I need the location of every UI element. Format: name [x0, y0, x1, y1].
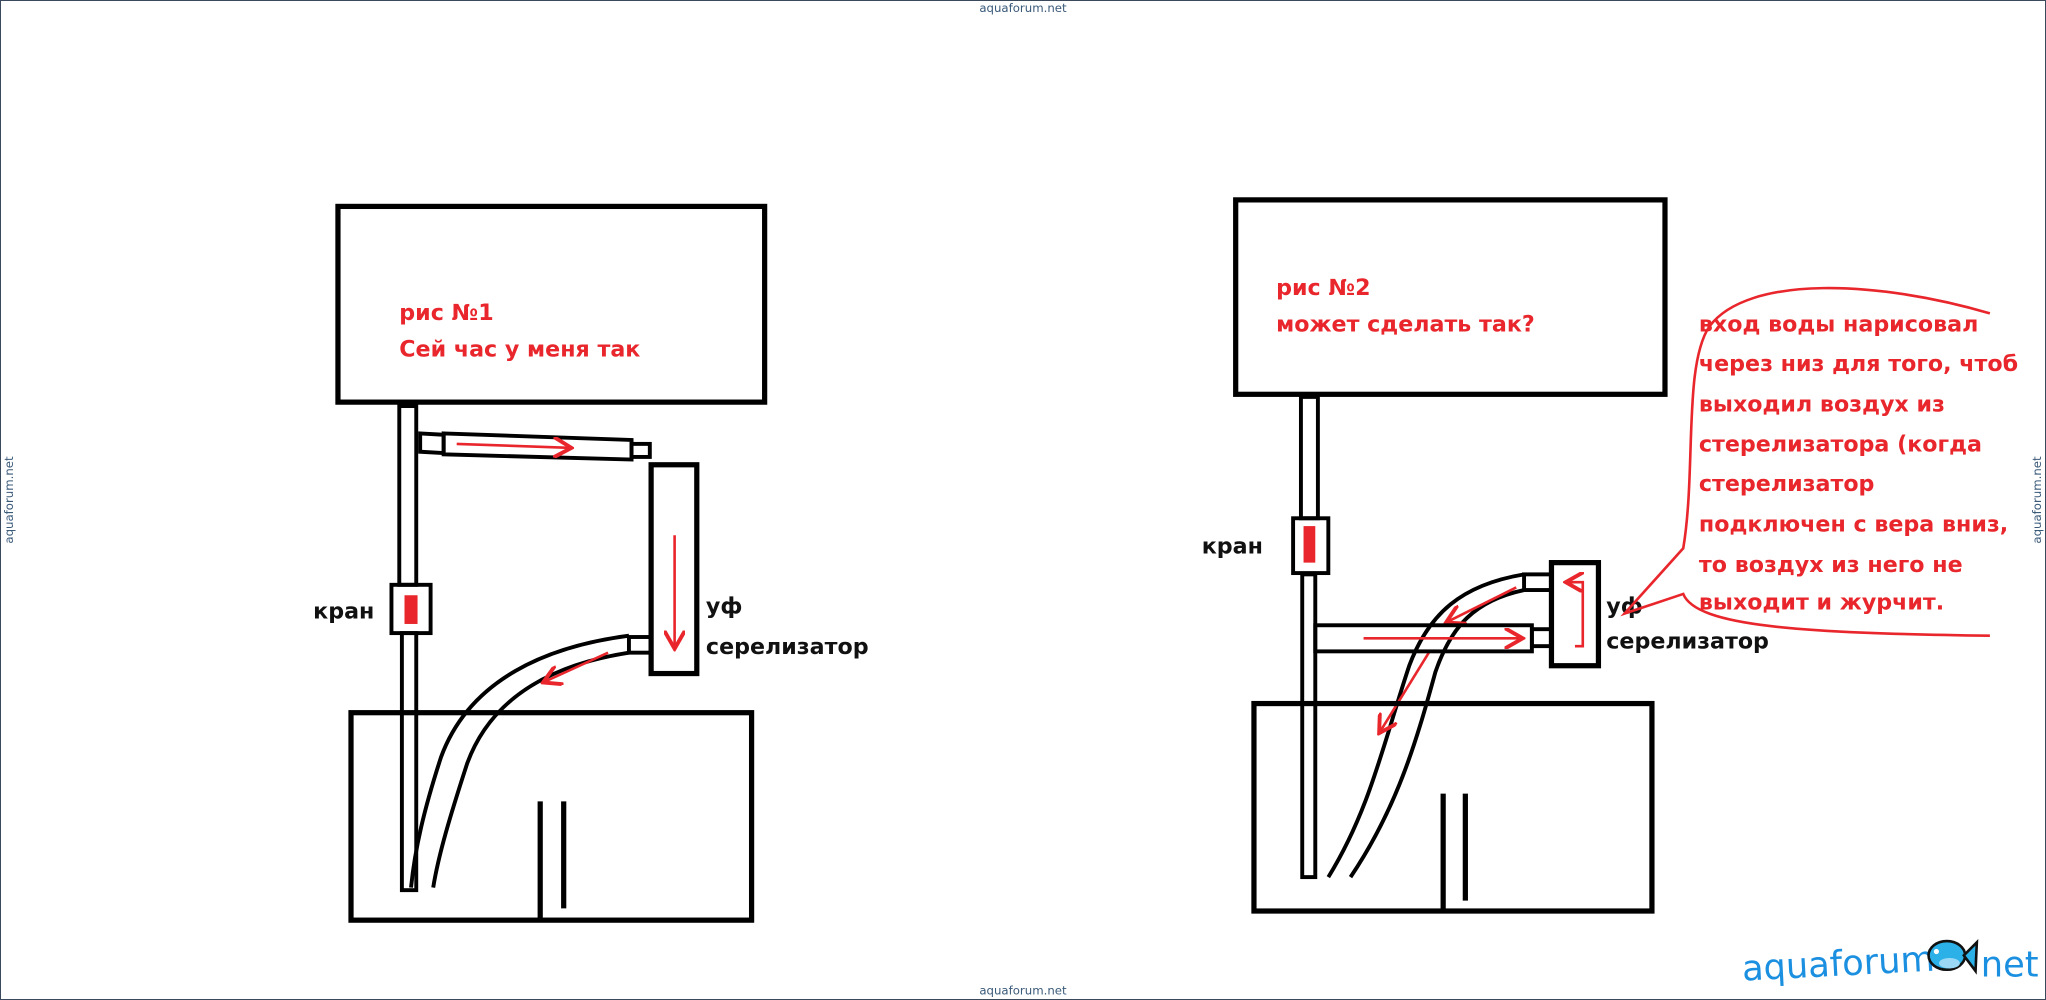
callout-line: вход воды нарисовал — [1699, 312, 1978, 338]
watermark-left: aquaforum.net — [2, 456, 16, 544]
logo-text-right: net — [1981, 944, 2039, 985]
fig1-valve-label: кран — [313, 599, 374, 625]
figure-2 — [1233, 197, 1668, 914]
fig2-uv-label: уф — [1606, 594, 1642, 620]
return-hose — [409, 633, 630, 888]
fish-icon — [1927, 939, 1979, 975]
watermark-top: aquaforum.net — [979, 1, 1067, 15]
callout-line: выходит и журчит. — [1699, 590, 1944, 616]
speech-bubble — [1620, 286, 1991, 638]
sump-tank — [348, 710, 755, 923]
aquaforum-logo: aquaforum net — [1741, 939, 2039, 990]
sump-tank — [1251, 700, 1655, 914]
callout-line: подключен с вера вниз, — [1699, 511, 2008, 537]
fig2-title: рис №2 — [1276, 275, 1370, 301]
callout-line: стерелизатора (когда — [1699, 432, 1982, 458]
fig1-uv-label-2: серелизатор — [706, 634, 869, 660]
figure-1 — [335, 203, 768, 923]
upper-aquarium — [1233, 197, 1668, 397]
callout-line: через низ для того, чтоб — [1699, 351, 2018, 377]
uv-sterilizer — [1548, 560, 1602, 669]
callout-line: стерелизатор — [1699, 471, 1875, 497]
hose-from-uv — [1326, 572, 1525, 879]
callout-text: вход воды нарисовал через низ для того, … — [1699, 312, 2018, 616]
logo-text-left: aquaforum — [1741, 939, 1936, 990]
fig1-uv-label: уф — [706, 594, 742, 620]
drain-pipe — [1300, 572, 1318, 880]
fig2-caption: может сделать так? — [1276, 312, 1535, 338]
callout-line: то воздух из него не — [1699, 552, 1963, 578]
uv-sterilizer — [648, 462, 700, 677]
valve-indicator — [404, 595, 418, 624]
fig2-valve-label: кран — [1202, 533, 1263, 559]
fig2-uv-label-2: серелизатор — [1606, 629, 1769, 655]
drain-pipe-upper — [397, 404, 419, 587]
drain-pipe-lower — [399, 631, 419, 893]
callout-line: выходил воздух из — [1699, 391, 1945, 417]
fig1-title: рис №1 — [399, 300, 493, 326]
watermark-right: aquaforum.net — [2030, 456, 2044, 544]
fig1-caption: Сей час у меня так — [399, 336, 640, 362]
valve-indicator — [1303, 526, 1316, 563]
upper-aquarium — [335, 203, 768, 405]
watermark-bottom: aquaforum.net — [979, 984, 1067, 998]
